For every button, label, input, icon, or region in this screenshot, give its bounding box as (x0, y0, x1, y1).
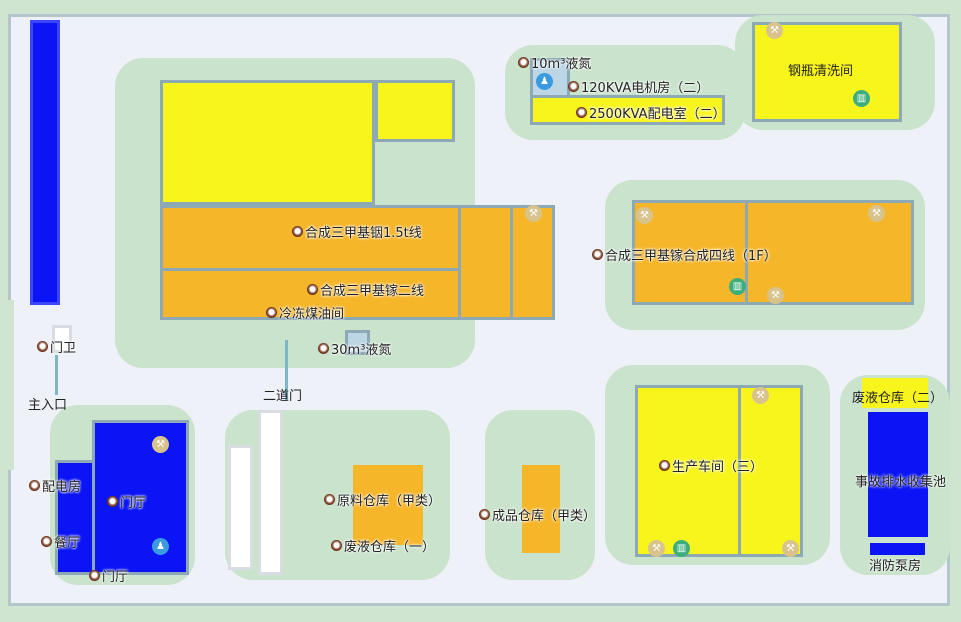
building-product-warehouse (522, 465, 560, 553)
leaf-pin-icon: ● (107, 496, 118, 507)
label-text: 原料仓库（甲类） (337, 494, 442, 509)
gate-barrier (55, 355, 58, 395)
label-accident-pool[interactable]: 事故排水收集池 (855, 475, 947, 490)
fire-extinguisher-icon: ⚒ (152, 436, 169, 453)
building-office (55, 460, 95, 575)
parking-lot (228, 445, 253, 570)
label-text: 配电房 (42, 480, 82, 495)
label-lobby[interactable]: ●门厅 (107, 492, 146, 511)
parking-lot (258, 410, 283, 575)
label-waste1[interactable]: ●废液仓库（一） (331, 536, 435, 555)
leaf-pin-icon: ● (576, 107, 587, 118)
label-gate[interactable]: ●门卫 (37, 337, 76, 356)
label-lobby-2[interactable]: ●门厅 (89, 566, 128, 585)
leaf-pin-icon: ● (37, 341, 48, 352)
building-yellow-block (375, 80, 455, 142)
label-text: 2500KVA配电室（二） (589, 107, 726, 122)
label-waste2[interactable]: 废液仓库（二） (852, 391, 944, 406)
fire-extinguisher-icon: ⚒ (868, 205, 885, 222)
label-2500kva[interactable]: ●2500KVA配电室（二） (576, 103, 726, 122)
fire-extinguisher-icon: ⚒ (525, 205, 542, 222)
building-waste2 (862, 378, 928, 408)
leaf-pin-icon: ● (29, 480, 40, 491)
leaf-pin-icon: ● (568, 81, 579, 92)
entrance-gap (0, 300, 14, 470)
label-product-warehouse[interactable]: ●成品仓库（甲类） (479, 505, 596, 524)
label-power-room[interactable]: ●配电房 (29, 476, 81, 495)
label-120kva[interactable]: ●120KVA电机房（二） (568, 77, 709, 96)
label-line4[interactable]: ●合成三甲基镓合成四线（1F） (592, 245, 777, 264)
parking-lot (30, 20, 60, 305)
label-raw-warehouse[interactable]: ●原料仓库（甲类） (324, 490, 441, 509)
label-line15[interactable]: ●合成三甲基铟1.5t线 (292, 222, 422, 241)
building-bottle-wash (752, 22, 902, 122)
label-line2[interactable]: ●合成三甲基镓二线 (307, 280, 424, 299)
stairs-icon: ▥ (673, 540, 690, 557)
stairs-icon: ▥ (729, 278, 746, 295)
label-workshop3[interactable]: ●生产车间（三） (659, 456, 763, 475)
fire-extinguisher-icon: ⚒ (767, 287, 784, 304)
wall (745, 200, 748, 305)
label-10m3-nitrogen[interactable]: ●10m³液氮 (518, 53, 591, 72)
label-dining[interactable]: ●餐厅 (41, 532, 80, 551)
label-text: 冷冻煤油间 (279, 307, 345, 322)
fire-extinguisher-icon: ⚒ (766, 22, 783, 39)
toilet-icon: ♟ (536, 73, 553, 90)
building-yellow-block (160, 80, 375, 205)
building-pump (870, 543, 925, 555)
label-text: 生产车间（三） (672, 460, 764, 475)
leaf-pin-icon: ● (89, 570, 100, 581)
leaf-pin-icon: ● (41, 536, 52, 547)
label-text: 门卫 (50, 341, 77, 356)
leaf-pin-icon: ● (324, 494, 335, 505)
label-text: 10m³液氮 (531, 57, 592, 72)
wall (738, 385, 741, 557)
label-text: 合成三甲基铟1.5t线 (305, 226, 422, 241)
gate-barrier (285, 340, 288, 400)
label-bottle-wash[interactable]: 钢瓶清洗间 (788, 64, 854, 79)
label-text: 合成三甲基镓合成四线（1F） (605, 249, 777, 264)
leaf-pin-icon: ● (318, 343, 329, 354)
label-30m3-nitrogen[interactable]: ●30m³液氮 (318, 339, 391, 358)
label-pump-room[interactable]: 消防泵房 (869, 559, 922, 574)
building-synthesis-lines (160, 205, 555, 320)
label-text: 门厅 (102, 570, 129, 585)
fire-extinguisher-icon: ⚒ (752, 387, 769, 404)
wall (458, 205, 461, 320)
label-main-entry[interactable]: 主入口 (28, 398, 68, 413)
fire-extinguisher-icon: ⚒ (782, 540, 799, 557)
label-text: 废液仓库（一） (344, 540, 436, 555)
leaf-pin-icon: ● (266, 307, 277, 318)
fire-extinguisher-icon: ⚒ (648, 540, 665, 557)
building-raw-warehouse (353, 465, 423, 545)
fire-extinguisher-icon: ⚒ (636, 207, 653, 224)
label-text: 120KVA电机房（二） (581, 81, 710, 96)
building-kva (530, 95, 725, 125)
label-text: 30m³液氮 (331, 343, 392, 358)
tank-30m3 (345, 330, 370, 355)
leaf-pin-icon: ● (518, 57, 529, 68)
label-cold-oil[interactable]: ●冷冻煤油间 (266, 303, 344, 322)
toilet-icon: ♟ (152, 538, 169, 555)
building-workshop3 (635, 385, 803, 557)
tank-10m3 (530, 58, 570, 98)
stairs-icon: ▥ (853, 90, 870, 107)
leaf-pin-icon: ● (592, 249, 603, 260)
leaf-pin-icon: ● (659, 460, 670, 471)
label-second-gate[interactable]: 二道门 (263, 389, 303, 404)
leaf-pin-icon: ● (479, 509, 490, 520)
leaf-pin-icon: ● (307, 284, 318, 295)
accident-pool (868, 412, 928, 537)
label-text: 门厅 (120, 496, 147, 511)
leaf-pin-icon: ● (331, 540, 342, 551)
label-text: 合成三甲基镓二线 (320, 284, 425, 299)
wall (510, 205, 513, 320)
wall (160, 268, 460, 271)
leaf-pin-icon: ● (292, 226, 303, 237)
label-text: 餐厅 (54, 536, 81, 551)
label-text: 成品仓库（甲类） (492, 509, 597, 524)
gatehouse (52, 325, 72, 353)
